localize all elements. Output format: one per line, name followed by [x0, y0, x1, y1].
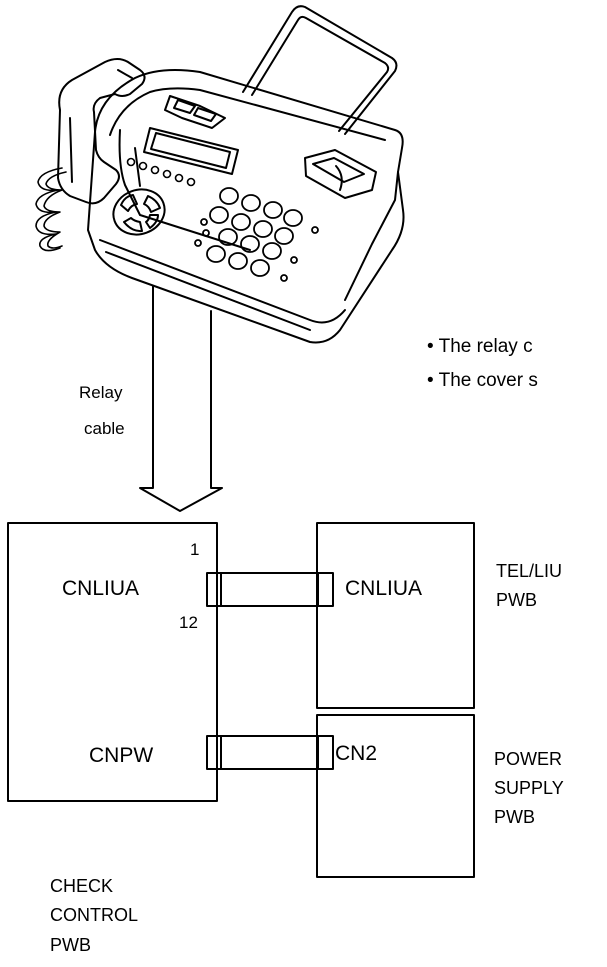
- pin-first-label: 1: [190, 540, 200, 559]
- tel-liu-pwb: [316, 522, 475, 709]
- power-label-line2: SUPPLY: [494, 778, 564, 798]
- fax-body: [87, 69, 405, 344]
- relay-cable-arrow: [139, 285, 223, 512]
- check-label-line3: PWB: [50, 935, 92, 955]
- note-cover: • The cover s: [427, 370, 538, 391]
- liu-cable: [206, 572, 334, 607]
- navigation-pad: [112, 188, 166, 236]
- note-relay: • The relay c: [427, 336, 533, 357]
- relay-label-line2: cable: [84, 419, 125, 438]
- tel-label-line1: TEL/LIU: [496, 561, 563, 581]
- check-label-line2: CONTROL: [50, 905, 139, 925]
- check-control-pwb: [7, 522, 218, 802]
- relay-label-line1: Relay: [79, 383, 123, 402]
- handset-cord: [35, 167, 67, 252]
- tel-connector-cnliua: CNLIUA: [345, 577, 423, 600]
- fax-machine-illustration: [35, 5, 405, 344]
- power-label-line1: POWER: [494, 749, 563, 769]
- function-buttons: [126, 157, 196, 187]
- tel-label-line2: PWB: [496, 590, 538, 610]
- power-cable: [206, 735, 334, 770]
- display-window: [143, 127, 239, 175]
- handset: [57, 58, 146, 205]
- power-label-line3: PWB: [494, 807, 536, 827]
- check-connector-cnpw: CNPW: [89, 744, 154, 767]
- paper-support: [242, 5, 398, 135]
- power-connector-cn2: CN2: [335, 742, 378, 765]
- check-connector-cnliua: CNLIUA: [62, 577, 140, 600]
- check-label-line1: CHECK: [50, 876, 114, 896]
- numeric-keypad: [194, 187, 319, 282]
- power-supply-pwb: [316, 714, 475, 878]
- pin-last-label: 12: [179, 613, 198, 632]
